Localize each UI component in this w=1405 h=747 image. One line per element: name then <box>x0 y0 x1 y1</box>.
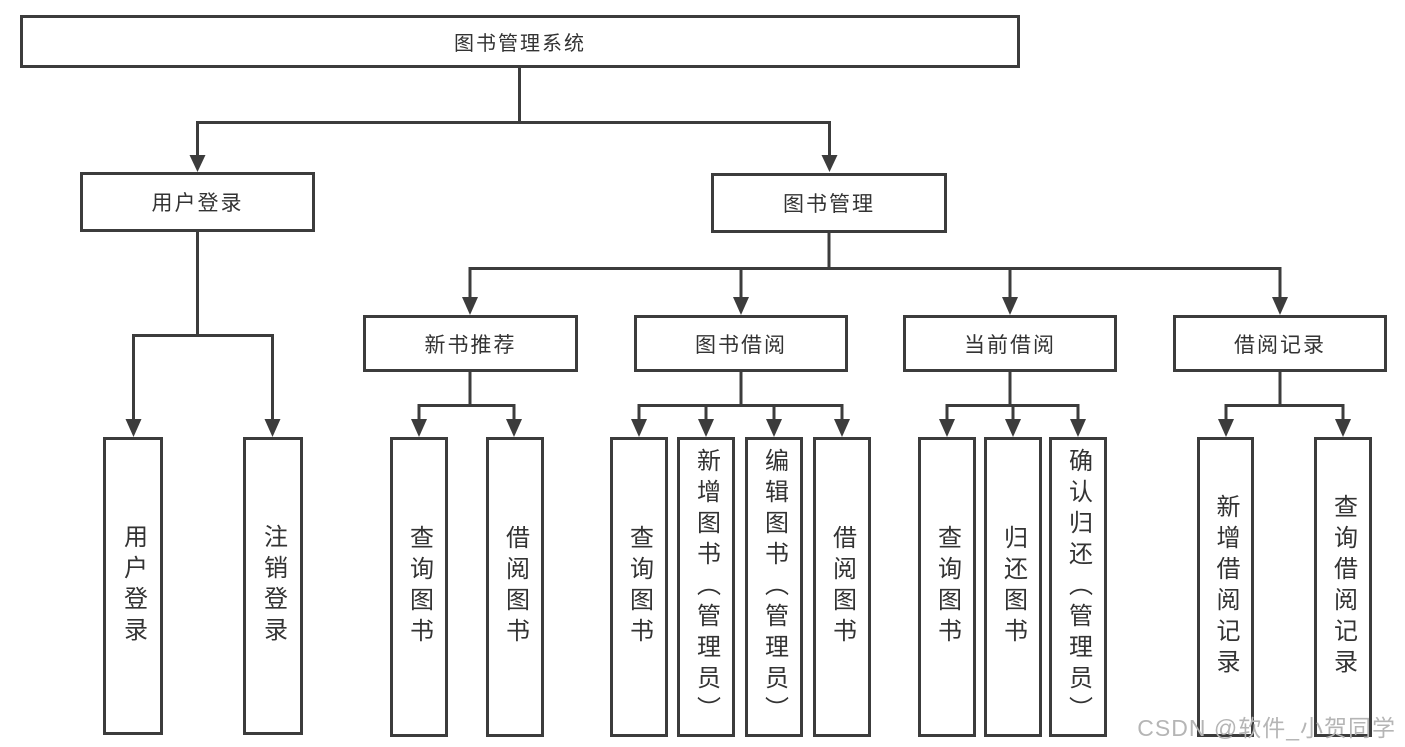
leaf-query-borrow-record: 查询借阅记录 <box>1314 437 1372 737</box>
leaf-confirm-return-admin: 确认归还（管理员） <box>1049 437 1107 737</box>
leaf-query-book-recommend: 查询图书 <box>390 437 448 737</box>
leaf-query-book-borrow: 查询图书 <box>610 437 668 737</box>
leaf-return-book: 归还图书 <box>984 437 1042 737</box>
leaf-borrow-book-recommend: 借阅图书 <box>486 437 544 737</box>
node-current-borrow: 当前借阅 <box>903 315 1117 372</box>
leaf-query-book-current: 查询图书 <box>918 437 976 737</box>
node-user-login-module: 用户登录 <box>80 172 315 232</box>
leaf-edit-book-admin: 编辑图书（管理员） <box>745 437 803 737</box>
csdn-watermark: CSDN @软件_小贺同学 <box>1137 715 1396 741</box>
node-new-book-recommend: 新书推荐 <box>363 315 578 372</box>
leaf-add-borrow-record: 新增借阅记录 <box>1197 437 1254 737</box>
leaf-add-book-admin: 新增图书（管理员） <box>677 437 735 737</box>
leaf-borrow-book: 借阅图书 <box>813 437 871 737</box>
node-book-management-module: 图书管理 <box>711 173 947 233</box>
leaf-user-login: 用户登录 <box>103 437 163 735</box>
node-root-system: 图书管理系统 <box>20 15 1020 68</box>
node-book-borrow: 图书借阅 <box>634 315 848 372</box>
node-borrow-record: 借阅记录 <box>1173 315 1387 372</box>
leaf-logout: 注销登录 <box>243 437 303 735</box>
